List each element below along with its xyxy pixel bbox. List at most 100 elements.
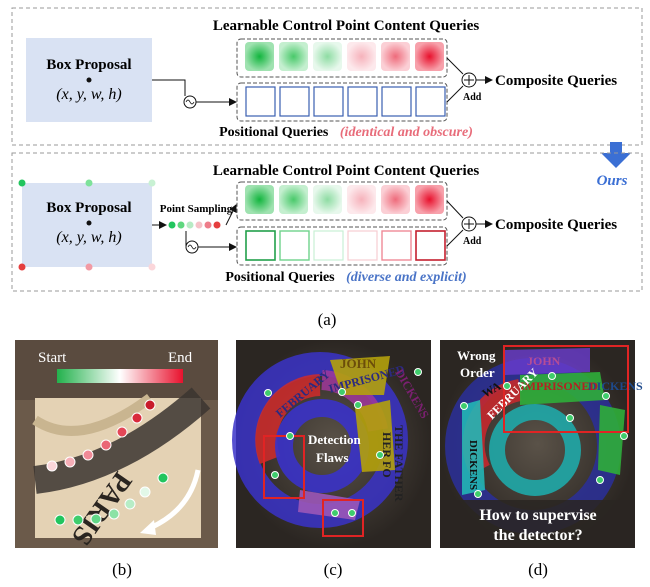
top-pos-q3	[313, 86, 344, 117]
top-content-q5	[381, 42, 410, 71]
sample-point	[376, 451, 384, 459]
top-pos-q6	[415, 86, 446, 117]
top-pos-note: (identical and obscure)	[340, 125, 473, 140]
top-box-coords: (x, y, w, h)	[56, 86, 121, 103]
sample-point	[264, 389, 272, 397]
top-panel-border	[11, 7, 643, 146]
sample-point	[354, 401, 362, 409]
sample-point	[186, 221, 194, 229]
control-point	[85, 263, 93, 271]
sample-point	[144, 399, 156, 411]
panel-c-word-box	[330, 356, 390, 395]
sample-point	[131, 412, 143, 424]
top-pos-q4	[347, 86, 378, 117]
sample-point	[64, 456, 76, 468]
sample-point	[620, 432, 628, 440]
top-pos-label: Positional Queries (identical and obscur…	[219, 125, 473, 140]
sample-point	[108, 508, 120, 520]
panel-d-word: DICKENS	[467, 440, 479, 490]
control-point	[18, 263, 26, 271]
top-content-q6	[415, 42, 444, 71]
top-content-title: Learnable Control Point Content Queries	[213, 18, 480, 34]
top-merge-line-2	[446, 85, 464, 103]
top-composite-label: Composite Queries	[495, 73, 617, 89]
sample-point	[596, 476, 604, 484]
panel-d-word: JOHN	[527, 354, 561, 368]
bottom-content-title: Learnable Control Point Content Queries	[213, 163, 480, 179]
sampling-to-content	[225, 204, 237, 226]
sample-point	[271, 471, 279, 479]
control-point	[148, 179, 156, 187]
sample-point	[566, 414, 574, 422]
control-point	[85, 179, 93, 187]
ours-arrow: Ours	[597, 142, 631, 189]
bottom-pos-label: Positional Queries (diverse and explicit…	[225, 270, 466, 285]
panel-d-inner-ring	[489, 404, 581, 496]
panel-c-word: JOHN	[340, 356, 377, 371]
control-point	[148, 263, 156, 271]
caption-c: (c)	[324, 560, 343, 579]
sample-point	[195, 221, 203, 229]
panel-b-start: Start	[38, 350, 67, 366]
sample-point	[72, 514, 84, 526]
bottom-pos-q1	[245, 230, 276, 261]
bottom-pos-q3	[313, 230, 344, 261]
panel-c-word: HER FO	[380, 432, 394, 478]
top-content-q4	[347, 42, 376, 71]
control-point	[18, 179, 26, 187]
panel-d-word-box	[598, 405, 625, 475]
sampled-points	[168, 221, 221, 229]
top-content-q3	[313, 42, 342, 71]
sample-point	[116, 426, 128, 438]
panel-c-points	[264, 368, 422, 517]
panel-c-outer-ring	[232, 352, 408, 528]
bottom-composite-label: Composite Queries	[495, 217, 617, 233]
panel-c-word-box	[298, 490, 360, 520]
sample-point	[331, 509, 339, 517]
bottom-box-point	[86, 220, 92, 226]
top-box-point	[86, 77, 92, 83]
panel-d-question-line-1: How to supervise	[479, 507, 596, 524]
top-connector	[152, 79, 186, 96]
sample-point	[54, 514, 66, 526]
sample-point	[100, 439, 112, 451]
panel-c-flaws-line-1: Detection	[308, 432, 361, 447]
top-content-q1	[245, 42, 274, 71]
panel-d-wrong-line-1: Wrong	[457, 348, 496, 363]
down-arrow-icon	[601, 153, 631, 168]
bottom-content-q6	[415, 185, 444, 214]
panel-d-points	[460, 372, 628, 498]
bottom-add-label: Add	[463, 236, 482, 247]
panel-d-question-line-2: the detector?	[493, 527, 582, 544]
bottom-content-q2	[279, 185, 308, 214]
sampling-label: Point Sampling	[160, 203, 233, 215]
sample-point	[177, 221, 185, 229]
panel-b-points	[46, 399, 169, 526]
bottom-content-q1	[245, 185, 274, 214]
top-pos-q5	[381, 86, 412, 117]
bottom-pos-label-main: Positional Queries	[225, 270, 335, 285]
panel-c-error-box	[263, 435, 305, 499]
caption-a: (a)	[318, 310, 337, 329]
sample-point	[213, 221, 221, 229]
sample-point	[503, 382, 511, 390]
bottom-content-q3	[313, 185, 342, 214]
panel-c-error-box	[322, 499, 364, 537]
bottom-box-proposal	[22, 183, 152, 267]
sample-point	[157, 472, 169, 484]
panel-b-end: End	[168, 350, 193, 366]
sample-point	[46, 460, 58, 472]
panel-d-wrong-line-2: Order	[460, 365, 495, 380]
sample-point	[548, 372, 556, 380]
panel-d-word-box	[520, 372, 605, 405]
bottom-merge-line-2	[446, 229, 464, 247]
bottom-box-title: Box Proposal	[46, 200, 131, 216]
top-pos-q2	[279, 86, 310, 117]
sample-point	[602, 392, 610, 400]
sample-point	[90, 513, 102, 525]
bottom-panel-border	[11, 152, 643, 292]
panel-d-word: IMPRISONED	[520, 379, 598, 393]
top-add-label: Add	[463, 92, 482, 103]
